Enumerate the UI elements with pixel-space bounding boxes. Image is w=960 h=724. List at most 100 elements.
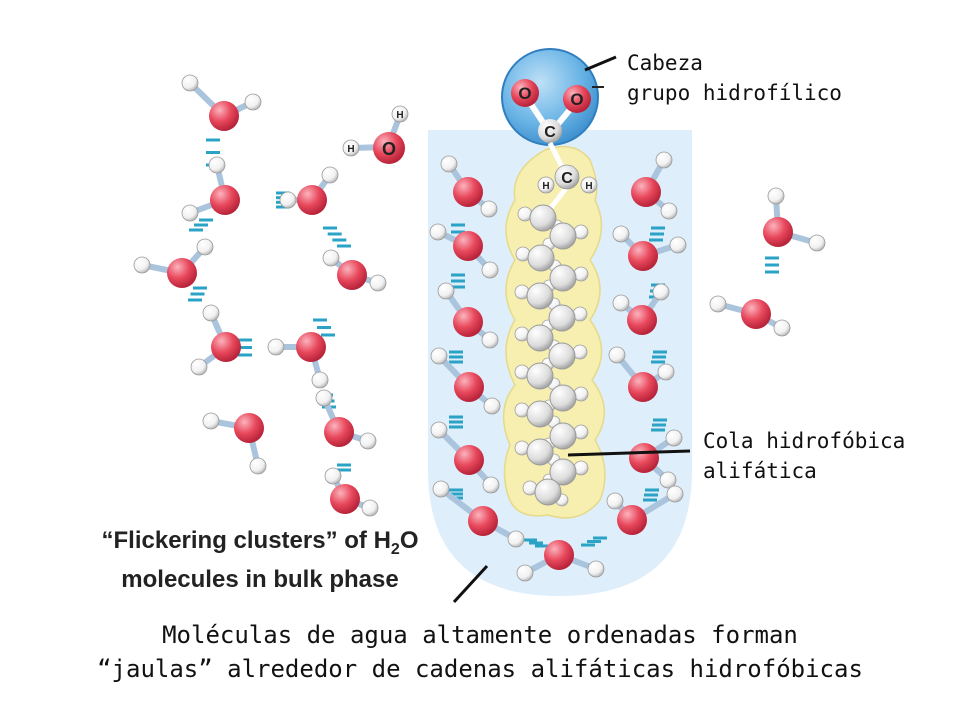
oxygen-atom [167,258,197,288]
head-carbon [538,119,562,143]
alpha-carbon [554,164,580,190]
chain-carbon [526,282,554,310]
water-molecules [133,74,826,582]
oxygen-atom [544,540,574,570]
oxygen-atom [454,372,484,402]
head-pointer-line [584,55,617,72]
water-molecule [322,249,387,292]
water-molecule [181,156,240,222]
hydrogen-atom [181,204,199,222]
hydrogen-bond [643,488,659,502]
chain-carbon [548,304,576,332]
oxygen-atom [629,443,659,473]
hydrogen-atom [267,338,285,356]
chain-carbon [534,478,562,506]
caption-line2: molecules in bulk phase [121,565,399,593]
water-molecule [709,295,791,337]
cage-description-line1: Moléculas de agua altamente ordenadas fo… [162,621,798,649]
hydrogen-atom [612,225,630,243]
hydrogen-bond [188,286,207,302]
hydrogen-atom [430,347,448,365]
hydrogen-atom [606,492,624,510]
hydrogen-atom [507,530,525,548]
oxygen-atom [627,305,657,335]
cage-pointer-line [452,564,489,604]
hydrogen-atom [324,467,342,485]
oxygen-atom [453,177,483,207]
hydrogen-atom [669,236,687,254]
hydrogen-bond [313,318,335,337]
water-molecule [440,155,498,218]
hydrogen-atom [322,249,340,267]
hydrogen-atom [440,155,458,173]
hydrogen-bond [651,350,667,364]
oxygen-atom [209,101,239,131]
hydrogen-atom [709,295,727,313]
hydrogen-atom [369,274,387,292]
water-molecule [202,412,267,475]
water-molecule [279,166,339,215]
carboxylate-head-group: O O C [501,48,604,146]
hydrogen-atom [432,480,450,498]
head-oxygen-2-symbol: O [570,90,583,109]
hydrogen-atom [481,261,499,279]
oxygen-atom [631,177,661,207]
hydrogen-bond [651,418,667,432]
hydrogen-atom [665,429,683,447]
hydrogen-atom [430,421,448,439]
water-molecule [437,282,499,349]
hydrogen-atom [481,331,499,349]
oxygen-atom [741,299,771,329]
water-molecule [430,347,501,415]
oxygen-atom [330,484,360,514]
hydrogen-atom [202,412,220,430]
water-molecule [763,187,826,252]
hydrogen-bond [523,538,549,548]
water-molecule [133,238,214,288]
hydrogen-atom [208,156,226,174]
hydrogen-atom [202,304,220,322]
hydrogen-atom [808,234,826,252]
alpha-hydrogen-right-symbol: H [585,181,592,192]
chain-carbon [526,362,554,390]
bulk-phase-caption: “Flickering clusters” of H2O molecules i… [80,526,440,595]
water-molecule [629,429,683,489]
aliphatic-chain [514,185,589,507]
head-label-line2: grupo hidrofílico [627,81,842,105]
labelled-water-oxygen [373,132,405,164]
hydrogen-atom [655,151,673,169]
hydrogen-bond [189,218,213,232]
oxygen-atom [468,506,498,536]
head-oxygen-1 [511,79,539,107]
alpha-hydrogen-left-symbol: H [542,181,549,192]
oxygen-atom [454,445,484,475]
hydrogen-bond [449,350,463,364]
chain-carbon [549,422,577,450]
labelled-water-oxygen-symbol: O [382,139,396,159]
hydrogen-atom [660,202,678,220]
head-oxygen-2 [563,85,591,113]
oxygen-atom [210,185,240,215]
hydrogen-atom [482,476,500,494]
water-molecule [432,480,525,548]
hydrogen-atom [612,294,630,312]
hydrogen-atom [311,371,329,389]
hydrogen-atom [480,200,498,218]
oxygen-atom [297,185,327,215]
hydrogen-bond [649,226,665,242]
hydrogen-atom [652,283,670,301]
chain-carbon [529,204,557,232]
cage-description-line2: “jaulas” alrededor de cadenas alifáticas… [97,655,863,683]
water-molecule [612,283,670,335]
water-molecule [190,304,241,376]
chain-carbon [549,384,577,412]
oxygen-atom [211,332,241,362]
hydrogen-atom [429,223,447,241]
water-molecule [430,421,500,494]
hydrogen-atom [249,457,267,475]
water-molecule [315,389,377,450]
water-molecule [516,540,605,582]
water-molecule [606,485,684,535]
hydrogen-atom [608,346,626,364]
oxygen-atom [337,260,367,290]
